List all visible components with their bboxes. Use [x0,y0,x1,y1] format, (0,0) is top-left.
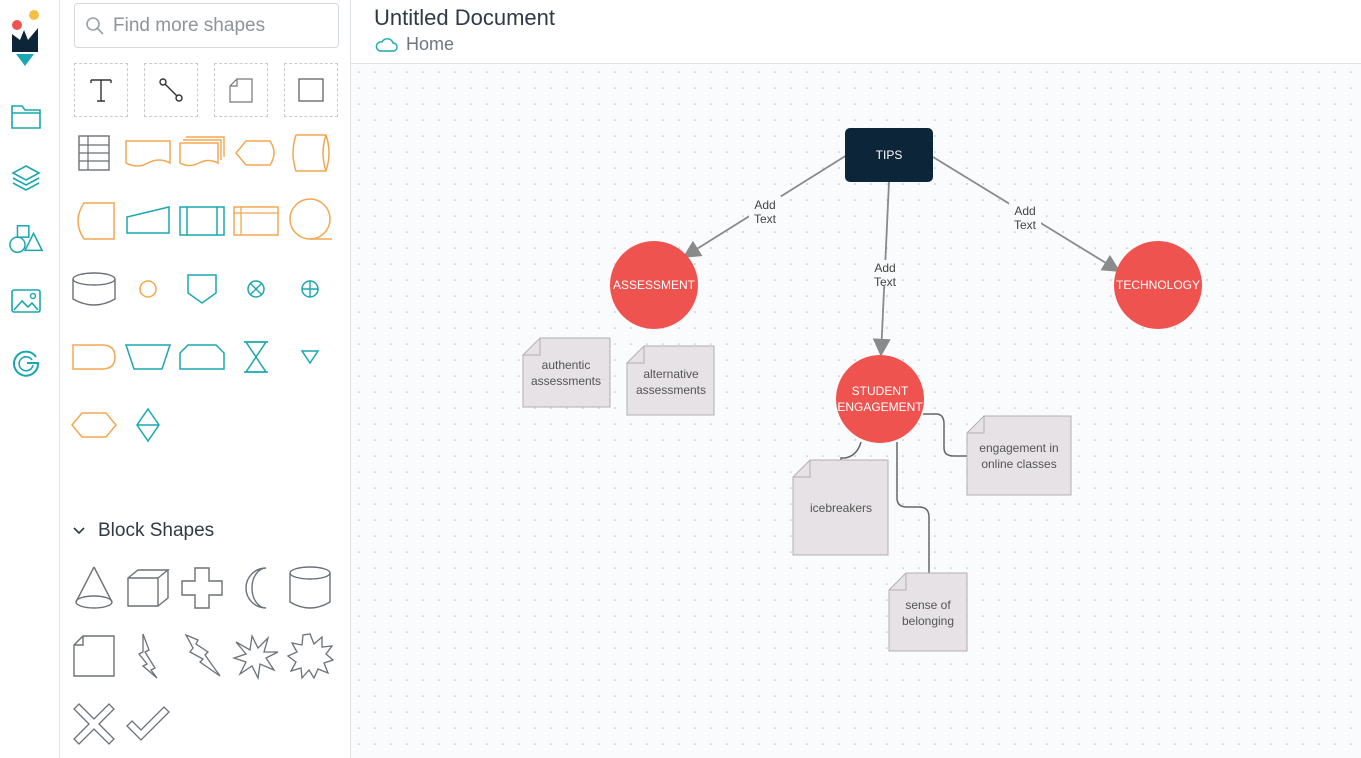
google-icon[interactable] [8,344,44,380]
svg-text:sense of: sense of [905,598,951,612]
edge-engagement-belonging[interactable] [896,442,930,574]
svg-text:assessments: assessments [636,383,706,397]
svg-text:authentic: authentic [542,358,591,372]
svg-text:Add: Add [874,261,895,275]
topic-node-technology[interactable]: TECHNOLOGY [1114,241,1202,329]
multi-document-shape[interactable] [178,129,226,177]
chevron-down-icon [73,527,85,535]
svg-text:TECHNOLOGY: TECHNOLOGY [1116,278,1200,292]
document-title[interactable]: Untitled Document [374,5,555,30]
svg-text:Text: Text [754,212,777,226]
loop-limit-shape[interactable] [178,333,226,381]
internal-storage-shape[interactable] [232,197,280,245]
root-node-shape [845,128,933,182]
edge-engagement-icebreakers[interactable] [840,441,862,468]
moon-shape[interactable] [232,564,280,612]
manual-input-shape[interactable] [124,197,172,245]
topic-node-assessment[interactable]: ASSESSMENT [610,241,698,329]
breadcrumb: Home [374,34,454,55]
svg-text:Add: Add [1014,204,1035,218]
svg-text:ASSESSMENT: ASSESSMENT [613,278,696,292]
cone-shape[interactable] [70,564,118,612]
predefined-process-shape[interactable] [178,197,226,245]
svg-text:icebreakers: icebreakers [810,501,872,515]
card-shape[interactable] [70,197,118,245]
sort-shape[interactable] [124,401,172,449]
block-shapes-toggle[interactable]: Block Shapes [72,518,214,544]
edge-label[interactable]: Add Text [749,196,781,226]
svg-text:engagement in: engagement in [979,441,1058,455]
delay-shape[interactable] [70,333,118,381]
lightning-shape[interactable] [124,632,172,680]
lightning-bolt-shape[interactable] [178,632,226,680]
cross-shape[interactable] [178,564,226,612]
cube-shape[interactable] [124,564,172,612]
search-input[interactable] [113,14,333,37]
svg-text:online classes: online classes [981,457,1056,471]
manual-operation-shape[interactable] [124,333,172,381]
shape-search[interactable] [74,3,339,48]
document-header: Untitled Document Home [351,0,1361,64]
svg-text:Text: Text [874,275,897,289]
stored-data-shape[interactable] [286,129,334,177]
or-shape[interactable] [286,265,334,313]
layers-icon[interactable] [8,160,44,196]
collate-shape[interactable] [232,333,280,381]
shapes-panel: Block Shapes [60,0,351,758]
topic-node-student-engagement[interactable]: STUDENT ENGAGEMENT [836,355,924,443]
cloud-icon [375,37,398,52]
svg-text:ENGAGEMENT: ENGAGEMENT [837,400,923,414]
database-shape[interactable] [70,265,118,313]
mind-map: Add Text Add Text Add Text TIPS [522,128,1202,652]
off-page-connector-shape[interactable] [178,265,226,313]
connector-shape[interactable] [124,265,172,313]
note-alternative-assessments[interactable]: alternative assessments [626,345,715,416]
edge-label[interactable]: Add Text [1009,202,1041,232]
folder-icon[interactable] [8,98,44,134]
merge-shape[interactable] [286,333,334,381]
svg-text:Add: Add [754,198,775,212]
diagram-canvas[interactable]: Add Text Add Text Add Text TIPS [351,64,1361,758]
left-rail [0,0,60,758]
edge-engagement-online[interactable] [923,413,967,457]
text-tool-icon[interactable] [74,63,128,117]
logo-icon[interactable] [6,6,46,70]
root-node-tips[interactable]: TIPS [845,128,933,182]
image-icon[interactable] [8,283,44,319]
explosion-shape[interactable] [232,632,280,680]
block-shapes-label: Block Shapes [98,520,215,541]
svg-text:alternative: alternative [643,367,699,381]
summing-junction-shape[interactable] [232,265,280,313]
sequential-data-shape[interactable] [286,197,334,245]
edge-label[interactable]: Add Text [869,260,901,289]
shapes-icon[interactable] [8,222,44,258]
document-shape[interactable] [124,129,172,177]
note-sense-of-belonging[interactable]: sense of belonging [888,572,968,652]
note-engagement-online[interactable]: engagement in online classes [966,415,1072,496]
breadcrumb-home[interactable]: Home [406,34,455,54]
note-tool-icon[interactable] [214,63,268,117]
search-icon [86,16,104,35]
preparation-shape[interactable] [70,401,118,449]
svg-text:Text: Text [1014,218,1037,232]
x-mark-shape[interactable] [70,700,118,748]
svg-text:belonging: belonging [902,614,954,628]
folded-corner-shape[interactable] [70,632,118,680]
svg-text:STUDENT: STUDENT [852,384,909,398]
checkmark-shape[interactable] [124,700,172,748]
burst-shape[interactable] [286,632,334,680]
rectangle-tool-icon[interactable] [284,63,338,117]
cylinder-shape[interactable] [286,564,334,612]
display-shape[interactable] [232,129,280,177]
note-authentic-assessments[interactable]: authentic assessments [522,337,611,408]
table-shape[interactable] [70,129,118,177]
svg-text:TIPS: TIPS [876,148,903,162]
note-icebreakers[interactable]: icebreakers [792,459,889,556]
svg-text:assessments: assessments [531,374,601,388]
connector-tool-icon[interactable] [144,63,198,117]
